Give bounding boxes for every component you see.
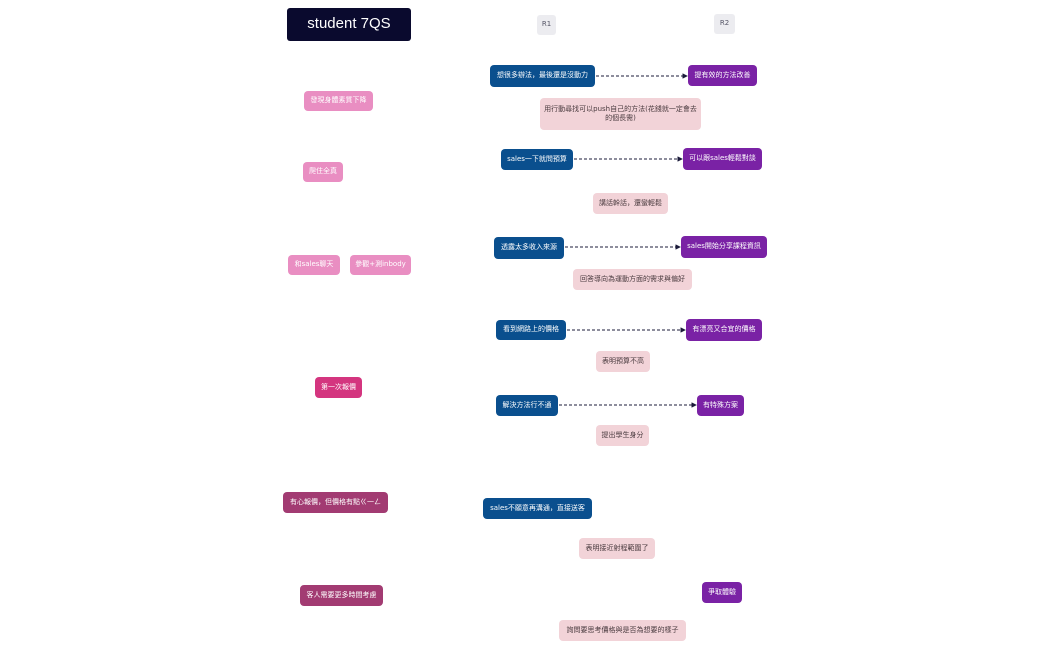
lane-header-r2: R2 [714, 14, 735, 34]
note-1[interactable]: 用行動尋找可以push自己的方法(花錢就一定會去的個長需) [540, 98, 701, 130]
customer-step-3[interactable]: 和sales聊天 [288, 255, 340, 275]
r1-step-1[interactable]: 想很多辦法，最後還是沒動力 [490, 65, 595, 87]
r2-step-3[interactable]: sales開始分享課程資訊 [681, 236, 767, 258]
r2-step-5[interactable]: 有特殊方案 [697, 395, 744, 416]
customer-step-7[interactable]: 客人需要更多時間考慮 [300, 585, 383, 606]
customer-step-1[interactable]: 發現身體素質下降 [304, 91, 373, 111]
note-2[interactable]: 講話幹話，還蠻輕鬆 [593, 193, 668, 214]
note-4[interactable]: 表明預算不高 [596, 351, 650, 372]
r2-step-1[interactable]: 提有效的方法改善 [688, 65, 757, 86]
note-5[interactable]: 提出學生身分 [596, 425, 649, 446]
note-7[interactable]: 詢問要思考價格與是否為想要的樣子 [559, 620, 686, 641]
r1-step-2[interactable]: sales一下就問預算 [501, 149, 573, 170]
r2-step-6[interactable]: 爭取體驗 [702, 582, 742, 603]
r1-step-3[interactable]: 透露太多收入來源 [494, 237, 564, 259]
customer-step-5[interactable]: 第一次報價 [315, 377, 362, 398]
note-3[interactable]: 回答導向為運動方面的需求與偏好 [573, 269, 692, 290]
lane-header-r1: R1 [537, 15, 556, 35]
r2-step-4[interactable]: 有漂亮又合宜的價格 [686, 319, 762, 341]
note-6[interactable]: 表明接近射程範圍了 [579, 538, 655, 559]
r1-step-6[interactable]: sales不願意再溝通，直接送客 [483, 498, 592, 519]
customer-step-2[interactable]: 爬住全真 [303, 162, 343, 182]
customer-step-6[interactable]: 有心報價，但價格有點ㄍ一ㄥ [283, 492, 388, 513]
customer-step-4[interactable]: 參觀+測inbody [350, 255, 411, 275]
r1-step-5[interactable]: 解決方法行不通 [496, 395, 558, 416]
r1-step-4[interactable]: 看到網路上的價格 [496, 320, 566, 340]
r2-step-2[interactable]: 可以跟sales輕鬆對談 [683, 148, 762, 170]
page-title: student 7QS [287, 8, 411, 41]
